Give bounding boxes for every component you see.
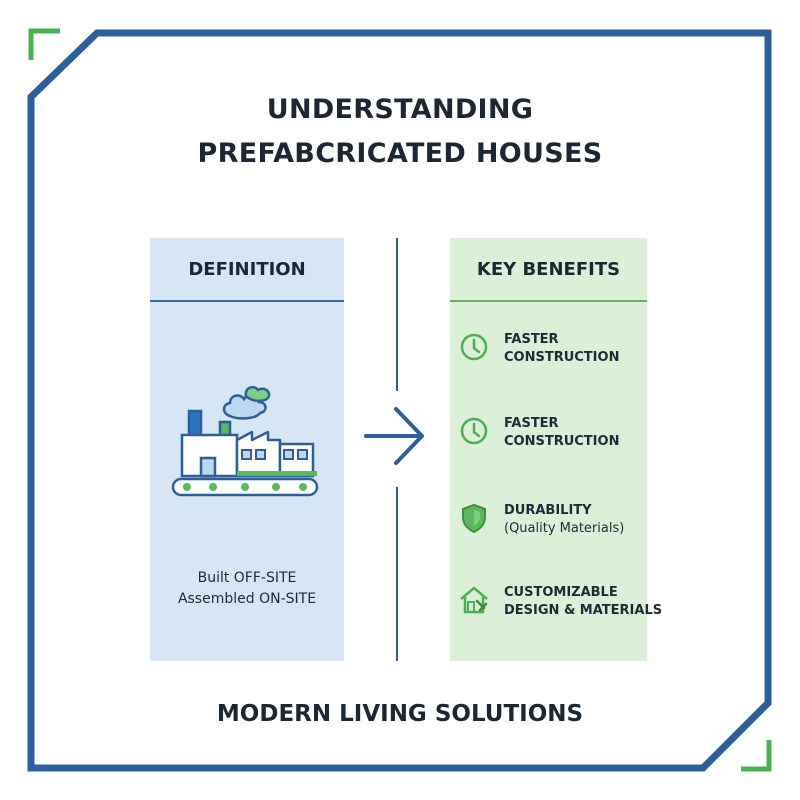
footer-tagline: MODERN LIVING SOLUTIONS	[216, 701, 584, 727]
benefit-subtitle: CONSTRUCTION	[504, 350, 620, 365]
benefit-subtitle: DESIGN & MATERIALS	[504, 603, 663, 618]
definition-panel: DEFINITION Built OFF-SITE Assembled ON-S…	[150, 238, 344, 661]
definition-text: Built OFF-SITE Assembled ON-SITE	[150, 568, 344, 610]
factory-conveyor-icon	[171, 385, 319, 497]
page-title: UNDERSTANDING PREFABCRICATED HOUSES	[0, 88, 800, 176]
benefit-title: FASTER	[504, 332, 559, 347]
benefit-item: FASTER CONSTRUCTION	[458, 415, 647, 451]
benefits-panel: KEY BENEFITS FASTER CONSTRUCTION FASTER …	[450, 238, 662, 661]
definition-line-2: Assembled ON-SITE	[177, 591, 317, 607]
definition-line-1: Built OFF-SITE	[197, 570, 297, 586]
benefit-title: DURABILITY	[504, 503, 592, 518]
benefit-title: CUSTOMIZABLE	[504, 585, 618, 600]
benefit-item: DURABILITY (Quality Materials)	[458, 502, 647, 538]
clock-icon	[460, 417, 488, 445]
benefits-heading: KEY BENEFITS	[450, 238, 647, 302]
arrow-right-icon	[364, 407, 424, 465]
corner-accent-top-left	[28, 28, 60, 60]
title-line-1: UNDERSTANDING	[266, 94, 534, 125]
benefit-title: FASTER	[504, 416, 559, 431]
benefit-item: CUSTOMIZABLE DESIGN & MATERIALS	[458, 584, 662, 620]
clock-icon	[460, 333, 488, 361]
house-tools-icon	[460, 586, 488, 614]
definition-heading: DEFINITION	[150, 238, 344, 302]
title-line-2: PREFABCRICATED HOUSES	[197, 138, 603, 169]
divider-line-bottom	[396, 487, 398, 661]
benefit-subtitle: CONSTRUCTION	[504, 434, 620, 449]
divider-line-top	[396, 238, 398, 391]
benefit-subtitle: (Quality Materials)	[504, 521, 625, 536]
benefit-item: FASTER CONSTRUCTION	[458, 331, 647, 367]
shield-icon	[462, 503, 486, 534]
corner-accent-bottom-right	[741, 740, 772, 772]
